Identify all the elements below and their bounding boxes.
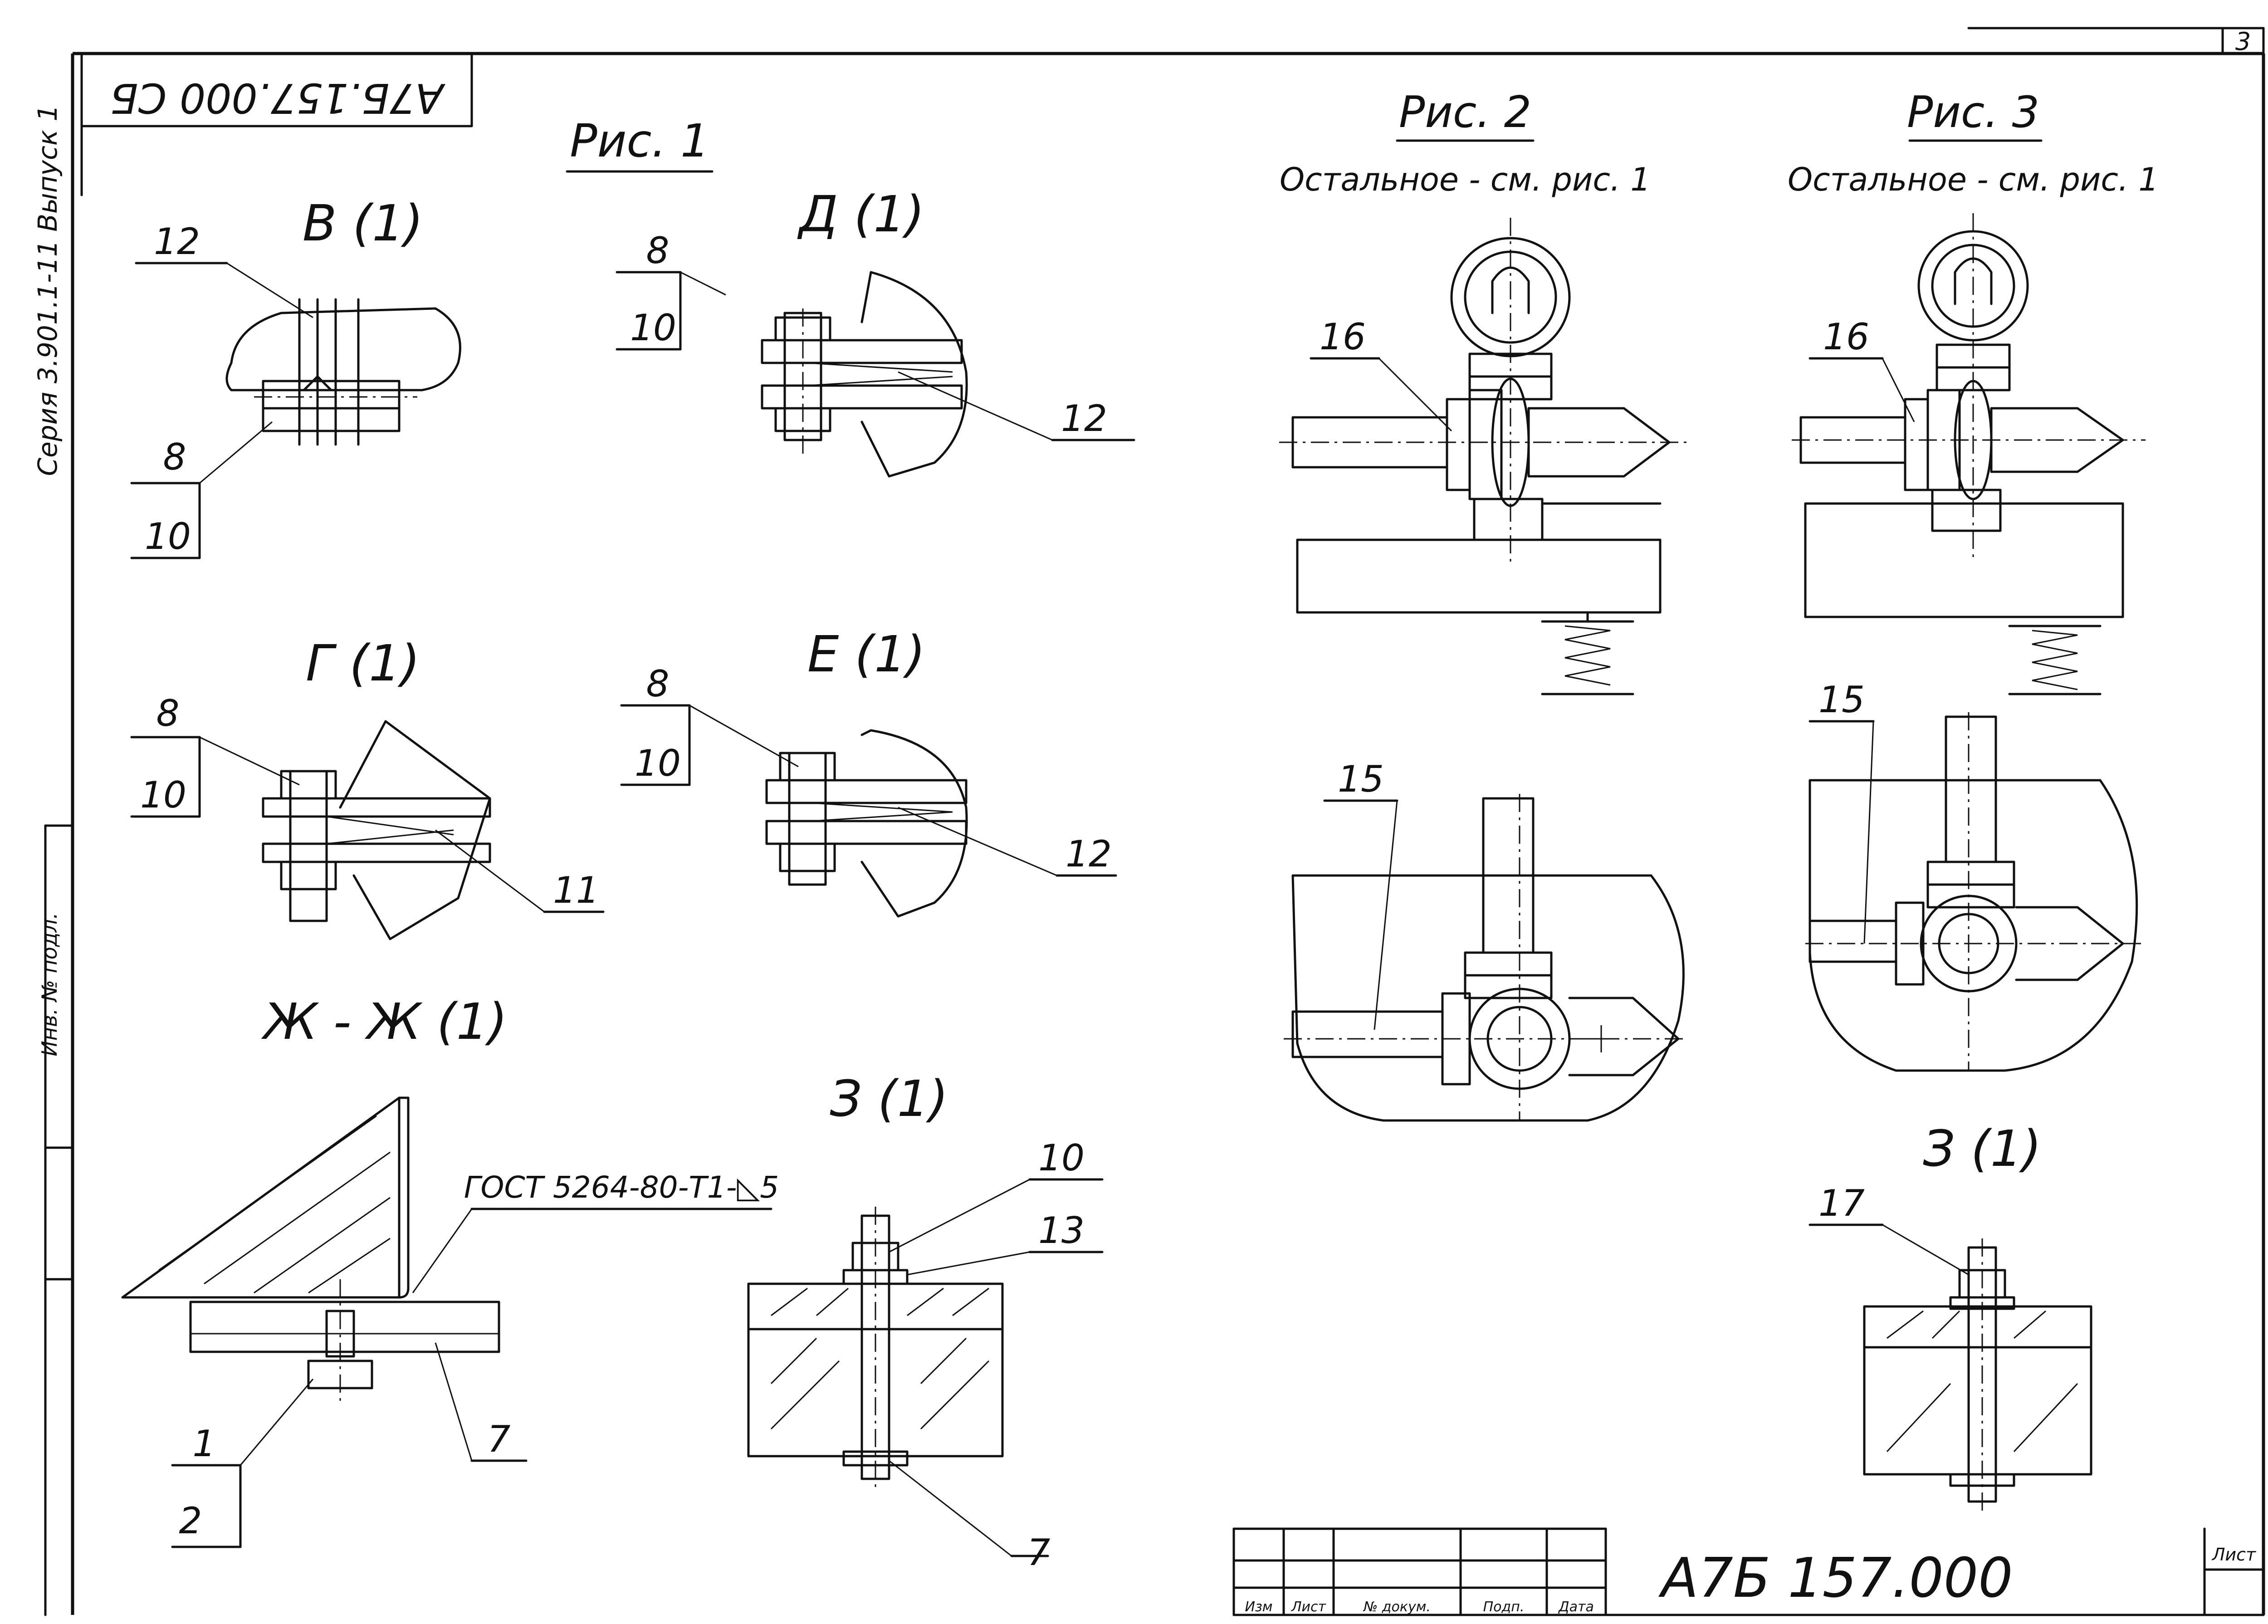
sheet-frame (44, 27, 2265, 1616)
fig2-lower (1284, 794, 1687, 1122)
callout-f2-16: 16 (1320, 316, 1366, 358)
callout-z-7: 7 (1027, 1531, 1051, 1574)
callout-g-11: 11 (553, 869, 599, 911)
view-e (765, 729, 968, 918)
fig2-upper (1279, 218, 1687, 695)
callout-f3-17: 17 (1818, 1182, 1865, 1224)
callout-e-10: 10 (635, 742, 681, 784)
view-b-label: В (1) (303, 194, 423, 252)
callout-zh-1: 1 (193, 1423, 216, 1465)
view-z-right-label: З (1) (1923, 1120, 2041, 1178)
callout-d-12: 12 (1061, 397, 1107, 440)
callout-f3-16: 16 (1823, 316, 1869, 358)
view-zh-label: Ж - Ж (1) (261, 993, 507, 1051)
rev-header-izm: Изм (1245, 1599, 1272, 1615)
callout-b-10: 10 (145, 515, 191, 558)
title-block (1232, 1527, 2265, 1616)
fig2-title: Рис. 2 (1399, 88, 1531, 137)
callout-b-12: 12 (154, 220, 200, 263)
inventory-side-text: Инв. № подл. (37, 912, 62, 1056)
fig3-lower (1805, 712, 2146, 1072)
callout-z-10: 10 (1038, 1137, 1085, 1179)
callout-e-8: 8 (646, 663, 670, 705)
fig3-title: Рис. 3 (1907, 88, 2039, 137)
callout-d-8: 8 (646, 230, 670, 272)
section-zh (121, 1096, 500, 1406)
view-z-left-label: З (1) (830, 1070, 948, 1128)
weld-note: ГОСТ 5264-80-Т1-◺5 (464, 1170, 779, 1205)
view-z-right (1863, 1238, 2092, 1511)
stamp-code: А7Б.157.000 СБ (110, 74, 446, 122)
callout-e-12: 12 (1066, 833, 1112, 875)
callout-d-10: 10 (630, 307, 676, 349)
sheet-label: Лист (2211, 1545, 2257, 1565)
title-block-code: А7Б 157.000 (1658, 1547, 2013, 1610)
view-e-label: Е (1) (807, 625, 925, 683)
view-d-label: Д (1) (797, 185, 925, 243)
fig3-upper (1792, 213, 2146, 695)
series-side-text: Серия 3.901.1-11 Выпуск 1 (32, 105, 63, 476)
view-g (262, 720, 491, 940)
rev-header-doc: № докум. (1363, 1599, 1431, 1615)
fig1-title: Рис. 1 (570, 114, 709, 167)
fig2-note: Остальное - см. рис. 1 (1280, 161, 1651, 198)
callout-g-8: 8 (156, 692, 180, 734)
view-b (225, 298, 461, 446)
fig3-note: Остальное - см. рис. 1 (1788, 161, 2159, 198)
callout-b-8: 8 (163, 436, 186, 478)
rev-header-sign: Подп. (1483, 1599, 1525, 1615)
rev-header-date: Дата (1558, 1599, 1594, 1615)
callout-g-10: 10 (140, 774, 186, 816)
view-z-left (747, 1207, 1004, 1488)
view-g-label: Г (1) (306, 634, 420, 692)
callout-f2-15: 15 (1338, 758, 1384, 800)
rev-header-list: Лист (1291, 1599, 1327, 1615)
callout-zh-7: 7 (488, 1418, 511, 1460)
view-d (761, 271, 968, 478)
callout-f3-15: 15 (1818, 679, 1865, 721)
sheet-number: 3 (2235, 27, 2251, 56)
callout-zh-2: 2 (179, 1500, 202, 1542)
callout-z-13: 13 (1038, 1209, 1085, 1252)
